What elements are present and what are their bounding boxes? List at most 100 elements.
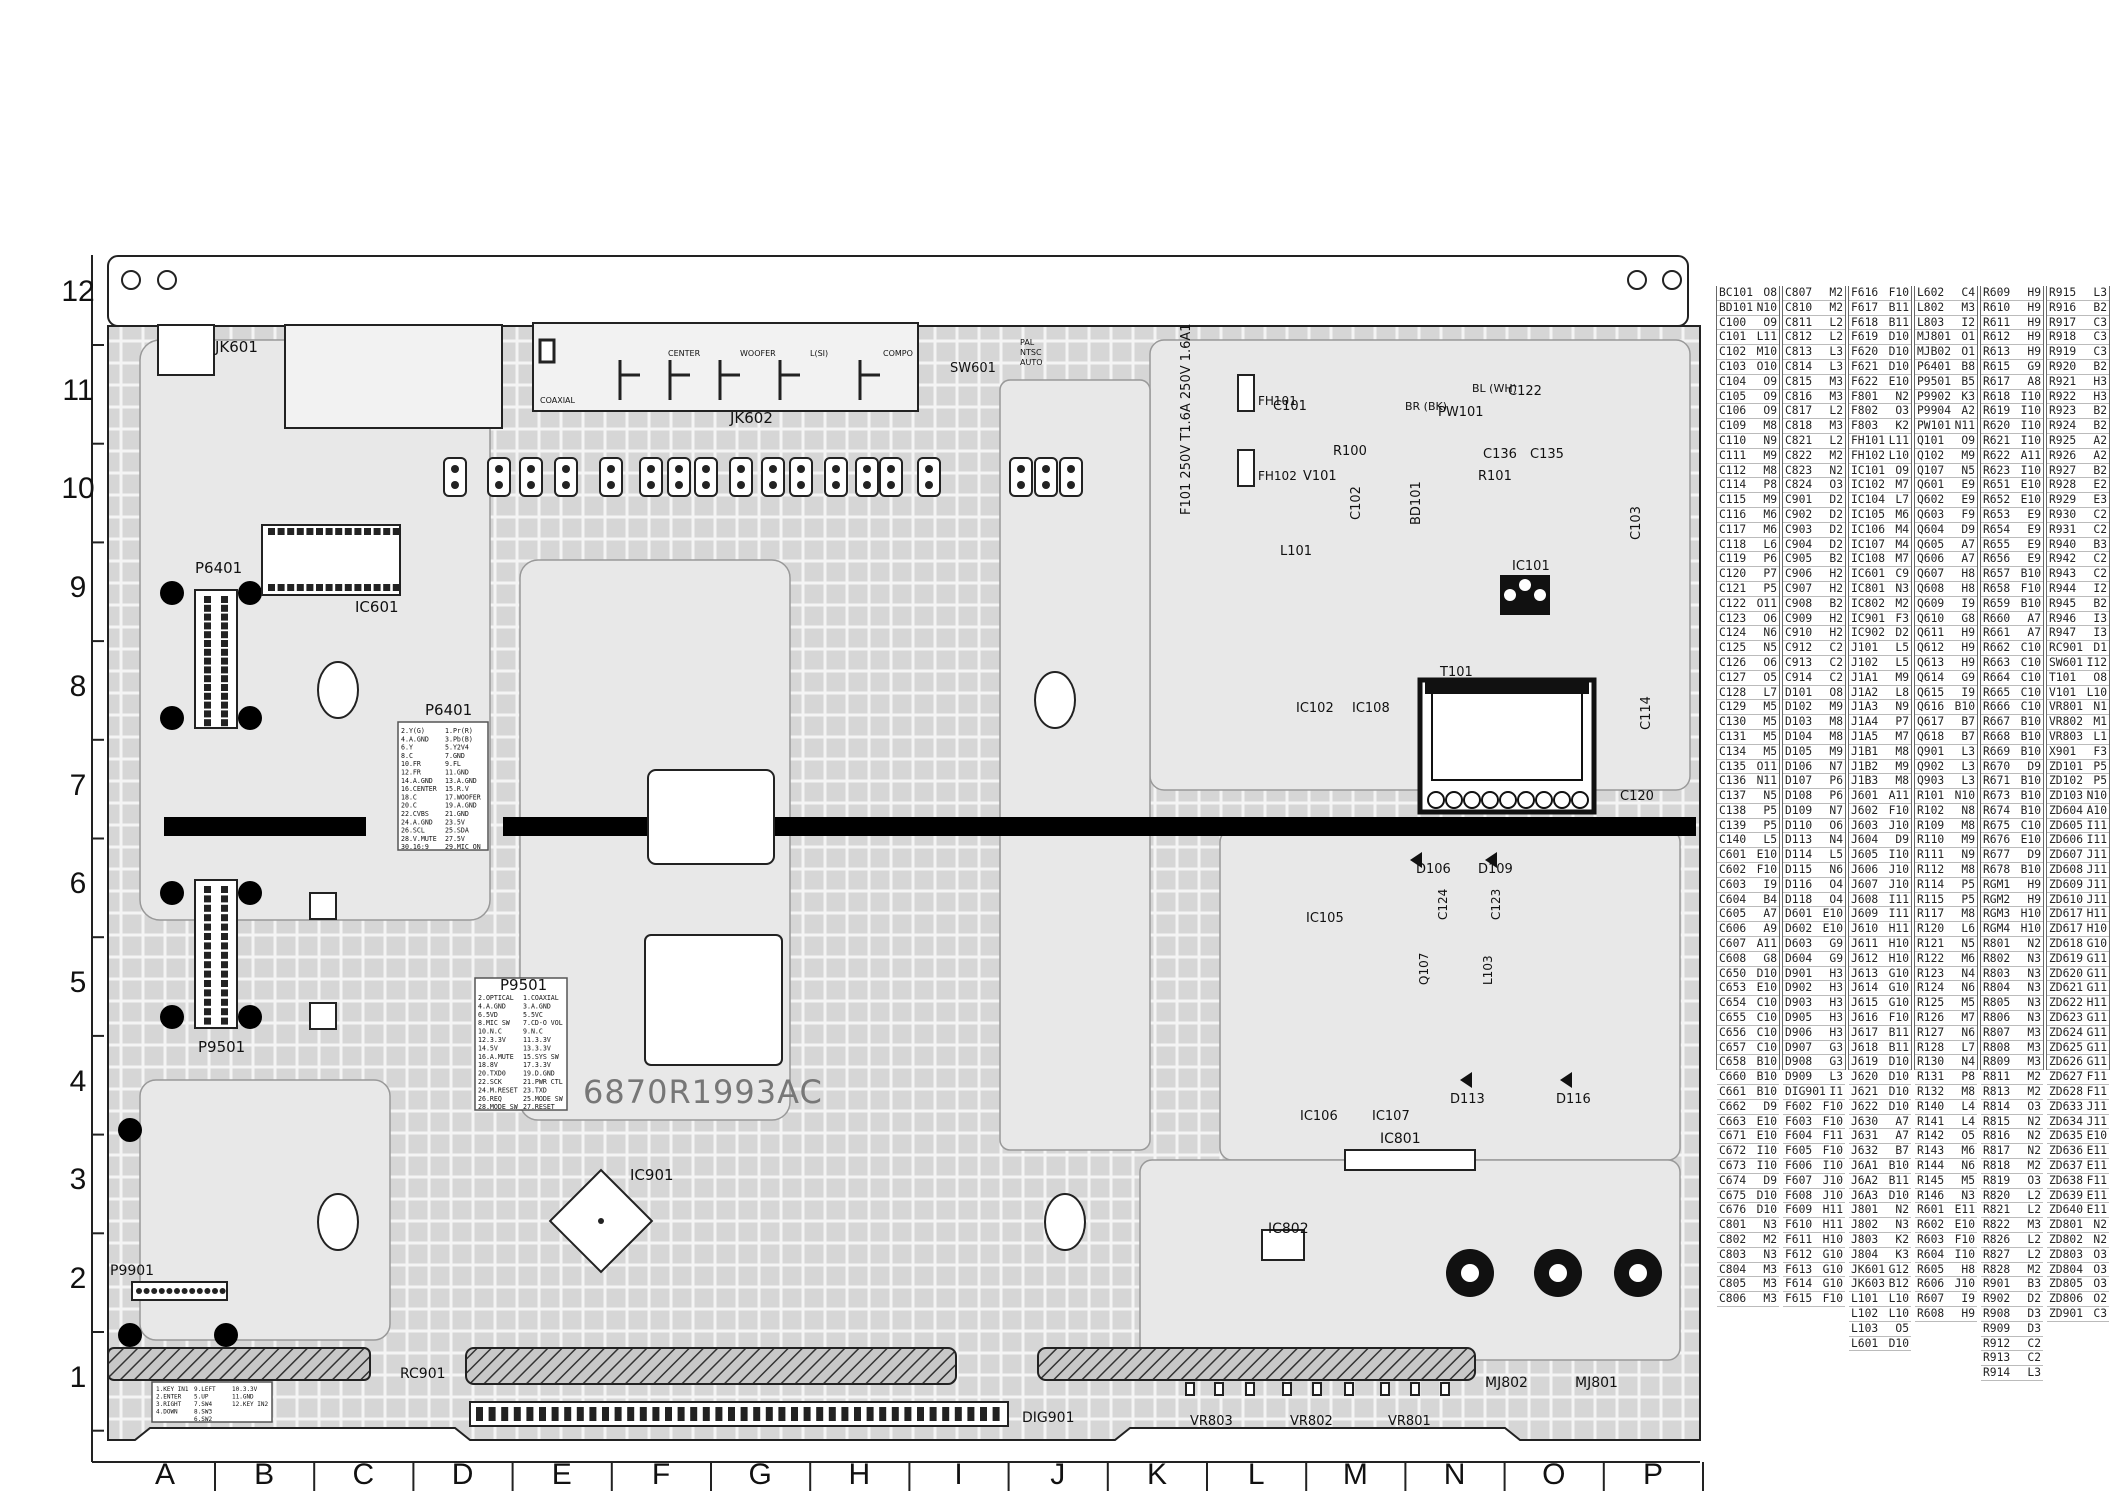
legend-loc: M9 [1895,670,1909,684]
legend-ref: D114 [1785,848,1813,862]
legend-ref: R931 [2049,522,2077,536]
legend-loc: M4 [1895,522,1909,536]
legend-loc: D10 [1756,1188,1777,1202]
legend-ref: ZD639 [2049,1188,2084,1202]
legend-loc: I10 [2020,463,2041,477]
pin [204,989,211,997]
legend-loc: H3 [2093,389,2107,403]
legend-ref: ZD617 [2049,922,2084,936]
legend-ref: R914 [1983,1366,2011,1380]
p9901-pin [219,1288,226,1294]
legend-ref: VR803 [2049,729,2084,743]
legend-ref: JK603 [1851,1277,1886,1291]
legend-ref: C119 [1719,552,1747,566]
legend-loc: I10 [1756,1159,1777,1173]
legend-ref: C111 [1719,448,1747,462]
legend-ref: J615 [1851,996,1879,1010]
capacitor [443,457,467,497]
av-jack-outline [284,324,503,429]
row-ticks [92,344,104,1432]
legend-loc: O6 [1763,655,1777,669]
legend-ref: R120 [1917,922,1945,936]
legend-ref: C115 [1719,493,1747,507]
legend-loc: M7 [1895,729,1909,743]
pin [325,584,333,591]
legend-ref: P9902 [1917,389,1952,403]
pin [204,604,211,612]
legend-loc: E11 [1954,1203,1975,1217]
legend-ref: F621 [1851,359,1879,373]
test-pad-1 [309,892,337,920]
fuse-holder-fh101 [1237,374,1255,412]
legend-ref: J6A2 [1851,1173,1879,1187]
chassis-bar-left [164,817,366,836]
legend-loc: C2 [2027,1351,2041,1365]
jk602-label-woofer: WOOFER [740,349,776,358]
legend-loc: N2 [2027,1114,2041,1128]
legend-ref: C810 [1785,300,1813,314]
cap-lead [887,465,895,473]
pin [204,657,211,665]
legend-ref: J1B1 [1851,744,1879,758]
cap-lead [832,481,840,489]
legend-loc: H8 [1961,581,1975,595]
mic-jacks [1446,1249,1662,1297]
legend-ref: C803 [1719,1247,1747,1261]
pinout-text: 27.5V [445,835,465,843]
legend-ref: D115 [1785,863,1813,877]
row-label: 5 [69,965,87,999]
pinout-text: 21.PWR CTL [523,1078,563,1086]
legend-loc: I9 [1961,1292,1975,1306]
legend-loc: C10 [1756,996,1777,1010]
heatsink-lower [644,934,783,1066]
legend-loc: G8 [1763,951,1777,965]
legend-ref: R126 [1917,1011,1945,1025]
legend-loc: J10 [1888,877,1909,891]
pin [221,701,228,709]
legend-loc: E10 [1888,374,1909,388]
legend-loc: M3 [1961,300,1975,314]
pin [373,584,381,591]
legend-loc: B11 [1888,1040,1909,1054]
legend-ref: F610 [1785,1218,1813,1232]
capacitor [824,457,848,497]
pin [221,961,228,969]
legend-ref: R109 [1917,818,1945,832]
pin [316,528,323,535]
legend-loc: M1 [2093,715,2107,729]
t101-pin [1553,791,1571,809]
legend-ref: R131 [1917,1070,1945,1084]
dig-pin [728,1407,735,1421]
legend-loc: O9 [1763,404,1777,418]
legend-ref: C908 [1785,596,1813,610]
pin [221,604,228,612]
pin [204,675,211,683]
pin [306,584,314,591]
legend-ref: J610 [1851,922,1879,936]
legend-loc: H10 [1888,951,1909,965]
label-d109: D109 [1478,862,1513,877]
legend-ref: J6A3 [1851,1188,1879,1202]
